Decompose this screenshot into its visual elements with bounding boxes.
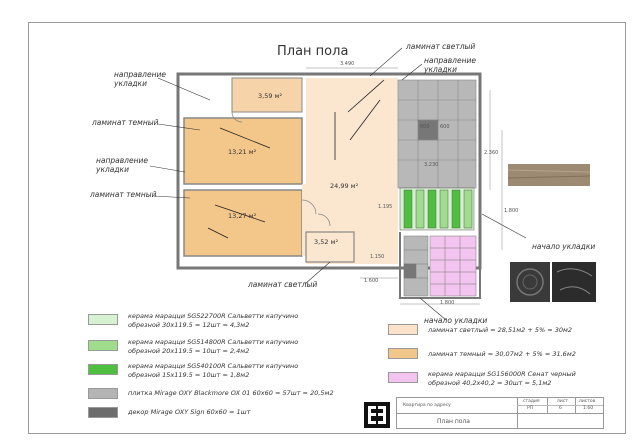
label-direction-left2: направление укладки: [96, 156, 148, 174]
dim-1: 3.490: [340, 61, 355, 67]
legend-text-2: керама марацци SG514800R Сальветти капуч…: [128, 338, 299, 355]
room-area-1: 3,59 м²: [258, 92, 283, 100]
legend-text-1: керама марацци SG522700R Сальветти капуч…: [128, 312, 299, 329]
title-block: Квартира по адресу План пола стадия лист…: [396, 397, 604, 429]
dim-8: 1.600: [364, 278, 379, 284]
pink-tiles: [429, 235, 477, 297]
label-start-right: начало укладки: [532, 242, 596, 251]
room-area-4: 24,99 м²: [330, 182, 359, 190]
dim-9: 1.800: [440, 300, 455, 306]
title-block-stage: РП: [527, 406, 534, 411]
room-area-3: 13,27 м²: [228, 212, 257, 220]
title-block-stage-header: стадия: [523, 399, 540, 404]
room-area-5: 3,52 м²: [314, 238, 339, 246]
legend-text-8: керама марацци SG156000R Сенат черный об…: [428, 370, 576, 387]
legend-swatch-6: [388, 324, 418, 335]
legend-swatch-3: [88, 364, 118, 375]
title-block-sheets-header: листов: [579, 399, 596, 404]
dim-2: 600: [420, 124, 430, 130]
legend-text-4: плитка Mirage OXY Blackmore OX 01 60х60 …: [128, 389, 334, 397]
room-area-2: 13,21 м²: [228, 148, 257, 156]
tile-sample-image-1: [510, 262, 550, 302]
label-laminate-light-bottom: ламинат светлый: [248, 280, 318, 289]
room-bed1: [183, 117, 303, 185]
studio-logo-icon: [364, 402, 390, 428]
label-direction-right: направление укладки: [424, 56, 476, 74]
title-block-sheet-name: План пола: [437, 418, 470, 425]
legend-swatch-1: [88, 314, 118, 325]
label-laminate-light-top: ламинат светлый: [406, 42, 476, 51]
drawing-frame: [28, 22, 626, 434]
title-block-address: Квартира по адресу: [403, 403, 451, 408]
laminate-sample-image: [508, 164, 590, 186]
green-strips: [399, 187, 475, 231]
label-direction-left1: направление укладки: [114, 70, 166, 88]
legend-swatch-8: [388, 372, 418, 383]
dim-6: 1.800: [504, 208, 519, 214]
room-bath: [305, 231, 355, 263]
title-block-scale: 1:60: [583, 406, 594, 411]
legend-swatch-5: [88, 407, 118, 418]
title-block-sheet-header: лист: [557, 399, 568, 404]
dim-10: 1.150: [370, 254, 385, 260]
legend-swatch-4: [88, 388, 118, 399]
room-small-top: [231, 77, 303, 113]
legend-text-6: ламинат светлый = 28,51м2 + 5% = 30м2: [428, 326, 573, 334]
legend-text-3: керама марацци SG540100R Сальветти капуч…: [128, 362, 299, 379]
legend-swatch-2: [88, 340, 118, 351]
legend-text-5: декор Mirage OXY Sign 60х60 = 1шт: [128, 408, 251, 416]
legend-text-7: ламинат темный = 30,07м2 + 5% = 31,6м2: [428, 350, 576, 358]
tile-grid: [397, 79, 477, 189]
label-laminate-dark1: ламинат темный: [92, 118, 159, 127]
dim-4: 2.360: [484, 150, 499, 156]
tile-sample-image-2: [552, 262, 596, 302]
plan-title: План пола: [277, 44, 349, 59]
legend-swatch-7: [388, 348, 418, 359]
dim-3: 600: [440, 124, 450, 130]
gray-column: [403, 235, 429, 297]
label-laminate-dark2: ламинат темный: [90, 190, 157, 199]
label-start-bottom: начало укладки: [424, 316, 488, 325]
title-block-sheet: 6: [559, 406, 562, 411]
room-bed2: [183, 189, 303, 257]
dim-5: 3.230: [424, 162, 439, 168]
dim-7: 1.195: [378, 204, 393, 210]
